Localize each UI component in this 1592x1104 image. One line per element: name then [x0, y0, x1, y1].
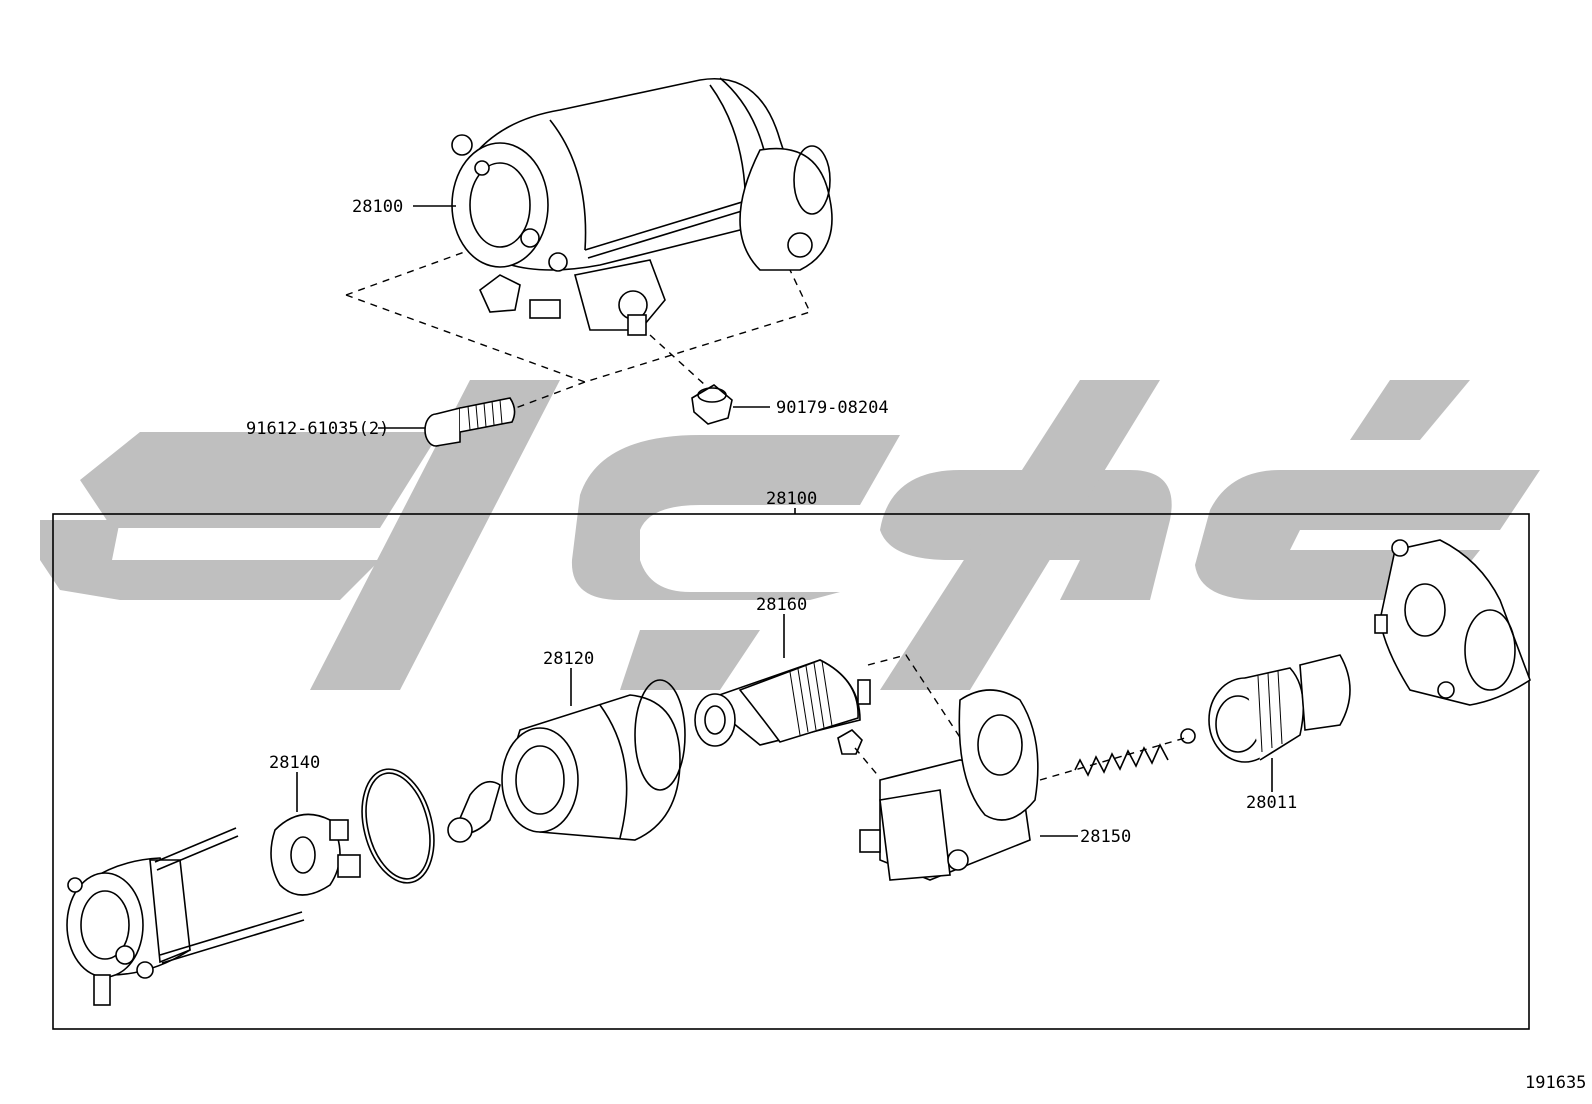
ball-part — [1180, 728, 1196, 744]
watermark-logo — [40, 380, 1540, 690]
label-starter-assembly-top: 28100 — [352, 197, 403, 217]
label-clutch: 28011 — [1246, 793, 1297, 813]
label-magnetic-switch: 28150 — [1080, 827, 1131, 847]
clutch-part — [1208, 654, 1351, 763]
armature-part — [694, 659, 871, 747]
label-armature: 28160 — [756, 595, 807, 615]
o-ring-part — [361, 768, 435, 884]
label-bolt: 91612-61035(2) — [246, 419, 389, 439]
leader-lines — [296, 205, 1273, 837]
magnetic-switch-part — [859, 689, 1039, 881]
spring-axis-line — [1039, 737, 1186, 781]
label-brush-holder: 28140 — [269, 753, 320, 773]
yoke-part — [447, 679, 686, 843]
washer-part — [837, 729, 863, 755]
label-nut: 90179-08204 — [776, 398, 889, 418]
drive-housing-part — [1374, 539, 1531, 706]
washer-to-switch-line — [854, 747, 881, 779]
spring-part — [1074, 743, 1169, 777]
motor-end-frame — [66, 827, 305, 1006]
nut-part — [691, 384, 733, 425]
starter-assembly-top — [345, 77, 833, 413]
bolt-part — [424, 397, 516, 447]
label-yoke: 28120 — [543, 649, 594, 669]
armature-to-switch-line — [867, 654, 966, 746]
part-labels: 28100 91612-61035(2) 90179-08204 28100 2… — [246, 197, 1586, 1093]
brush-holder-part — [270, 813, 361, 896]
exploded-view-frame — [52, 513, 1530, 1030]
figure-number: 191635 — [1525, 1073, 1586, 1093]
label-starter-assembly-box: 28100 — [766, 489, 817, 509]
